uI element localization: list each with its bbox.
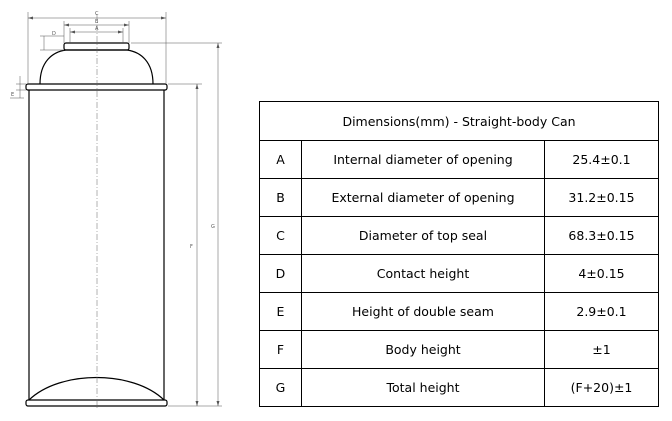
row-label: Diameter of top seal xyxy=(301,216,545,255)
row-value: 31.2±0.15 xyxy=(544,178,659,217)
row-key: A xyxy=(259,140,302,179)
bottom-dome xyxy=(28,377,165,401)
label-c: C xyxy=(95,11,99,17)
label-g: G xyxy=(211,224,215,230)
row-key: D xyxy=(259,254,302,293)
table-row: A Internal diameter of opening 25.4±0.1 xyxy=(259,140,659,179)
label-f: F xyxy=(190,244,193,250)
table-row: D Contact height 4±0.15 xyxy=(259,254,659,293)
table-row: B External diameter of opening 31.2±0.15 xyxy=(259,178,659,217)
row-label: Body height xyxy=(301,330,545,369)
label-e: E xyxy=(11,92,14,98)
row-key: E xyxy=(259,292,302,331)
row-label: Internal diameter of opening xyxy=(301,140,545,179)
row-key: C xyxy=(259,216,302,255)
row-value: 25.4±0.1 xyxy=(544,140,659,179)
label-a: A xyxy=(95,26,99,32)
row-key: G xyxy=(259,368,302,407)
row-value: 4±0.15 xyxy=(544,254,659,293)
row-value: ±1 xyxy=(544,330,659,369)
table-row: E Height of double seam 2.9±0.1 xyxy=(259,292,659,331)
row-key: B xyxy=(259,178,302,217)
table-row: C Diameter of top seal 68.3±0.15 xyxy=(259,216,659,255)
row-label: External diameter of opening xyxy=(301,178,545,217)
row-value: 68.3±0.15 xyxy=(544,216,659,255)
table-row: F Body height ±1 xyxy=(259,330,659,369)
dimensions-table: Dimensions(mm) - Straight-body Can A Int… xyxy=(259,101,659,407)
row-label: Height of double seam xyxy=(301,292,545,331)
label-d: D xyxy=(52,31,56,37)
label-b: B xyxy=(95,19,99,25)
valve-cup xyxy=(63,42,130,51)
bottom-rim xyxy=(25,399,168,407)
table-row: G Total height (F+20)±1 xyxy=(259,368,659,407)
can-drawing: C B A D E F G xyxy=(10,11,222,410)
table-title: Dimensions(mm) - Straight-body Can xyxy=(259,101,659,141)
can-dome xyxy=(39,49,154,85)
row-label: Total height xyxy=(301,368,545,407)
row-value: 2.9±0.1 xyxy=(544,292,659,331)
row-key: F xyxy=(259,330,302,369)
row-value: (F+20)±1 xyxy=(544,368,659,407)
top-seal-rim xyxy=(25,83,168,91)
row-label: Contact height xyxy=(301,254,545,293)
